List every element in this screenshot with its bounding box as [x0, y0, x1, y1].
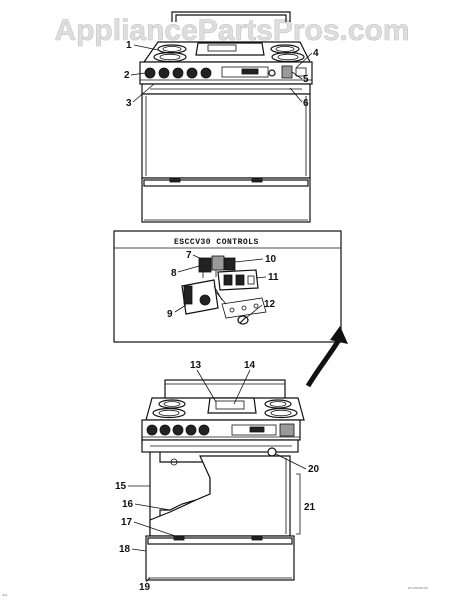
controls-inset: ESCCV30 CONTROLS	[113, 230, 342, 343]
callout-4: 4	[313, 48, 319, 59]
callout-6: 6	[303, 98, 309, 109]
infinite-switches	[198, 255, 236, 278]
callout-7: 7	[186, 250, 192, 261]
stamp-small: 211	[2, 593, 8, 597]
callout-20: 20	[308, 464, 320, 475]
callout-9: 9	[167, 309, 173, 320]
callouts-bottom: 13 14 15 16 17 18 19 20 21	[115, 360, 320, 593]
clock-timer	[181, 279, 227, 315]
callouts-top: 1 2 3 4 5 6	[124, 40, 319, 109]
surface-burners-bottom	[152, 399, 298, 419]
callout-12: 12	[264, 299, 276, 310]
control-knob-part	[221, 297, 267, 325]
callout-18: 18	[119, 544, 131, 555]
callout-8: 8	[171, 268, 177, 279]
callout-13: 13	[190, 360, 202, 371]
control-knobs-bottom	[146, 424, 210, 436]
callout-11: 11	[268, 272, 279, 283]
callout-10: 10	[265, 254, 277, 265]
callout-17: 17	[121, 517, 133, 528]
callout-5: 5	[303, 74, 309, 85]
callout-3: 3	[126, 98, 132, 109]
inset-title: ESCCV30 CONTROLS	[174, 238, 259, 247]
curved-arrow	[305, 326, 348, 388]
callout-2: 2	[124, 70, 130, 81]
callout-1: 1	[126, 40, 132, 51]
stamp-code: Z7-XXXXX-XX	[408, 586, 428, 590]
range-exploded-view	[141, 379, 305, 581]
watermark-text: AppliancePartsPros.com	[54, 14, 409, 47]
range-top-view	[139, 11, 313, 223]
callout-14: 14	[244, 360, 256, 371]
callout-19: 19	[139, 582, 151, 593]
callout-16: 16	[122, 499, 134, 510]
callout-21: 21	[304, 502, 316, 513]
callout-15: 15	[115, 481, 127, 492]
selector-switch	[217, 269, 259, 291]
